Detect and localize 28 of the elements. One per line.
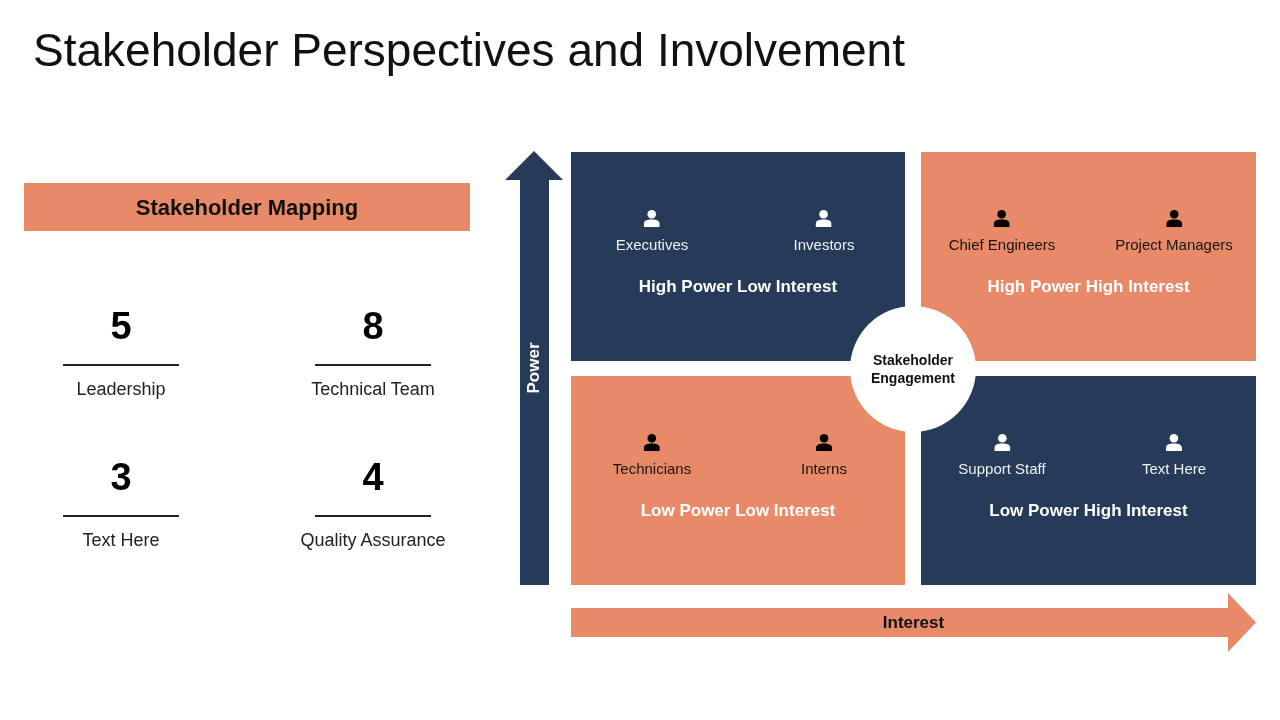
stakeholder-name: Executives — [615, 235, 689, 255]
stakeholder-name: Investors — [793, 235, 855, 255]
stakeholder-name: Technicians — [612, 459, 692, 479]
axis-label: Power — [524, 342, 544, 394]
quadrant-title: Low Power High Interest — [989, 500, 1188, 522]
circle-label: Stakeholder Engagement — [870, 351, 956, 387]
stat-value: 4 — [362, 457, 384, 497]
stakeholder-name: Interns — [801, 459, 847, 479]
axis-arrow — [571, 593, 1256, 652]
stat-label: Quality Assurance — [300, 528, 446, 552]
stat-value: 8 — [362, 306, 384, 346]
stakeholder-name: Chief Engineers — [948, 235, 1056, 255]
stat-label: Text Here — [82, 528, 160, 552]
stat-value: 3 — [110, 457, 132, 497]
quadrant-title: High Power Low Interest — [638, 276, 838, 298]
axis-label: Interest — [882, 612, 945, 633]
heading-bar — [24, 183, 470, 231]
stat-label: Technical Team — [311, 377, 435, 401]
quadrant-title: Low Power Low Interest — [640, 500, 836, 522]
stakeholder-name: Project Managers — [1115, 235, 1233, 255]
heading-text: Stakeholder Mapping — [135, 193, 359, 222]
stat-value: 5 — [110, 306, 132, 346]
quadrant-title: High Power High Interest — [987, 276, 1190, 298]
axis-arrow — [505, 151, 563, 585]
stakeholder-name: Text Here — [1141, 459, 1207, 479]
page-title: Stakeholder Perspectives and Involvement — [33, 24, 905, 76]
stakeholder-name: Support Staff — [958, 459, 1046, 479]
stat-label: Leadership — [76, 377, 166, 401]
